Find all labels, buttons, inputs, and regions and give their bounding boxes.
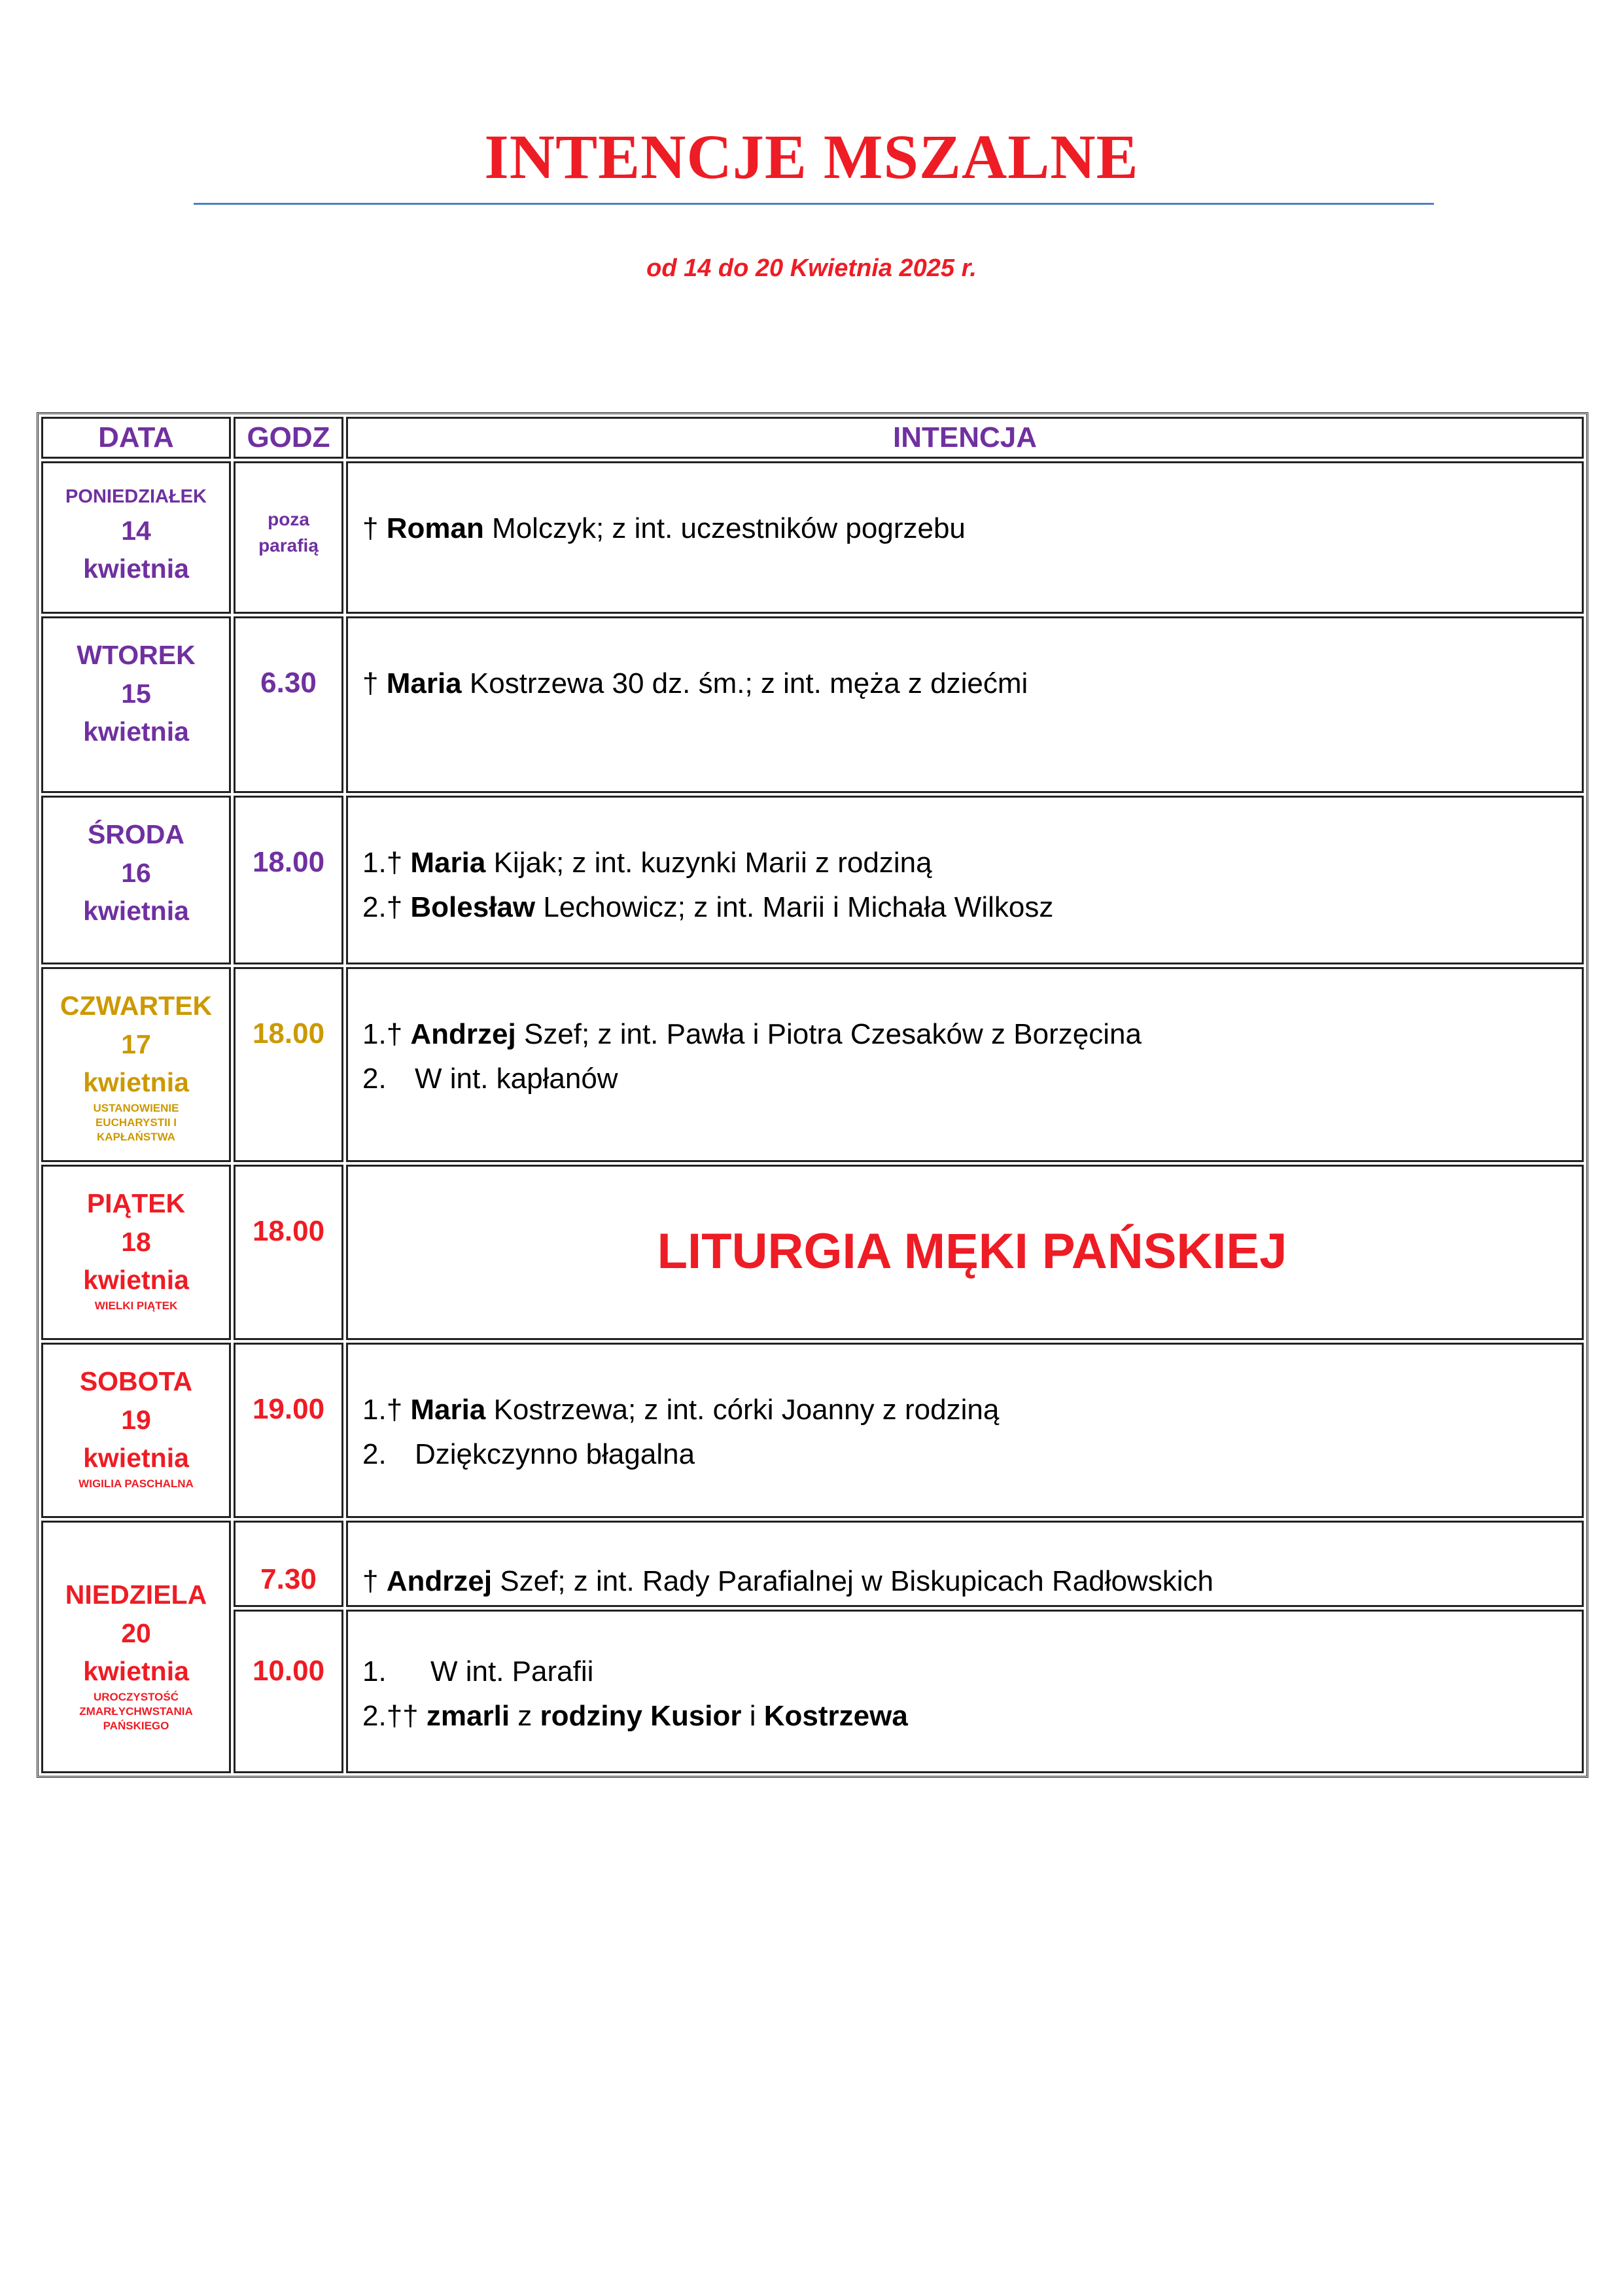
intent-line: 1.† Maria Kostrzewa; z int. córki Joanny… [362,1394,1000,1426]
day-month: kwietnia [83,716,189,747]
day-number: 17 [121,1029,151,1059]
header-hour: GODZ [234,417,343,459]
intent-line: † Roman Molczyk; z int. uczestników pogr… [362,512,966,544]
intent-cell: LITURGIA MĘKI PAŃSKIEJ [346,1165,1584,1340]
intent-line: 2.Dziękczynno błagalna [362,1438,695,1470]
intent-line: 1.† Maria Kijak; z int. kuzynki Marii z … [362,847,932,879]
hour-cell: 7.30 [234,1521,343,1607]
day-cell: ŚRODA 16 kwietnia [41,796,231,964]
intent-line: 1.W int. Parafii [362,1655,594,1687]
table-row: SOBOTA 19 kwietnia WIGILIA PASCHALNA 19.… [41,1343,1584,1518]
hour-cell: 10.00 [234,1610,343,1773]
hour-label: 10.00 [252,1655,325,1687]
day-note: WIGILIA PASCHALNA [79,1477,194,1490]
hour-cell: 6.30 [234,616,343,793]
hour-cell: 19.00 [234,1343,343,1518]
day-number: 20 [121,1618,151,1648]
day-name: SOBOTA [79,1366,193,1396]
hour-label: 19.00 [252,1393,325,1425]
day-note: USTANOWIENIE EUCHARYSTII I KAPŁAŃSTWA [93,1102,179,1143]
intent-line: 2.†† zmarli z rodziny Kusior i Kostrzewa [362,1700,908,1732]
intent-line: 1.† Andrzej Szef; z int. Pawła i Piotra … [362,1018,1142,1050]
day-month: kwietnia [83,1656,189,1686]
table-row: PIĄTEK 18 kwietnia WIELKI PIĄTEK 18.00 L… [41,1165,1584,1340]
day-cell: SOBOTA 19 kwietnia WIGILIA PASCHALNA [41,1343,231,1518]
day-note: WIELKI PIĄTEK [94,1299,178,1312]
hour-cell: poza parafią [234,461,343,614]
day-name: PONIEDZIAŁEK [65,486,207,507]
day-number: 14 [121,516,151,546]
intent-cell: 1.† Andrzej Szef; z int. Pawła i Piotra … [346,967,1584,1162]
table-header-row: DATA GODZ INTENCJA [41,417,1584,459]
hour-label: poza parafią [258,509,319,556]
hour-cell: 18.00 [234,1165,343,1340]
intent-cell: † Roman Molczyk; z int. uczestników pogr… [346,461,1584,614]
day-month: kwietnia [83,896,189,926]
table-row: NIEDZIELA 20 kwietnia UROCZYSTOŚĆ ZMARŁY… [41,1521,1584,1773]
intent-line: 2.W int. kapłanów [362,1063,618,1095]
hour-label: 6.30 [260,667,317,699]
hour-cell: 18.00 [234,967,343,1162]
day-note: UROCZYSTOŚĆ ZMARŁYCHWSTANIA PAŃSKIEGO [79,1691,193,1732]
day-cell: PIĄTEK 18 kwietnia WIELKI PIĄTEK [41,1165,231,1340]
day-month: kwietnia [83,1067,189,1097]
day-number: 19 [121,1405,151,1435]
intent-cell: 1.W int. Parafii 2.†† zmarli z rodziny K… [346,1610,1584,1773]
day-name: CZWARTEK [60,991,213,1021]
day-cell: NIEDZIELA 20 kwietnia UROCZYSTOŚĆ ZMARŁY… [41,1521,231,1773]
day-cell: WTOREK 15 kwietnia [41,616,231,793]
liturgy-banner: LITURGIA MĘKI PAŃSKIEJ [657,1224,1287,1279]
table-row: WTOREK 15 kwietnia 6.30 † Maria Kostrzew… [41,616,1584,793]
day-cell: CZWARTEK 17 kwietnia USTANOWIENIE EUCHAR… [41,967,231,1162]
day-month: kwietnia [83,1443,189,1473]
hour-label: 18.00 [252,846,325,878]
day-name: PIĄTEK [86,1188,186,1218]
hour-cell: 18.00 [234,796,343,964]
intent-line: † Maria Kostrzewa 30 dz. śm.; z int. męż… [362,667,1028,699]
day-name: NIEDZIELA [65,1580,207,1610]
intent-cell: 1.† Maria Kostrzewa; z int. córki Joanny… [346,1343,1584,1518]
day-number: 15 [121,679,151,709]
day-cell: PONIEDZIAŁEK 14 kwietnia [41,461,231,614]
table-row: CZWARTEK 17 kwietnia USTANOWIENIE EUCHAR… [41,967,1584,1162]
table-row: ŚRODA 16 kwietnia 18.00 1.† Maria Kijak;… [41,796,1584,964]
intent-cell: 1.† Maria Kijak; z int. kuzynki Marii z … [346,796,1584,964]
date-range-subtitle: od 14 do 20 Kwietnia 2025 r. [646,255,977,282]
day-name: ŚRODA [87,819,185,849]
intent-cell: † Maria Kostrzewa 30 dz. śm.; z int. męż… [346,616,1584,793]
header-date: DATA [41,417,231,459]
intentions-table: DATA GODZ INTENCJA PONIEDZIAŁEK 14 kwiet… [37,412,1588,1778]
day-name: WTOREK [77,640,196,670]
hour-label: 18.00 [252,1215,325,1247]
day-number: 16 [121,858,151,888]
intent-line: † Andrzej Szef; z int. Rady Parafialnej … [362,1565,1213,1597]
day-month: kwietnia [83,554,189,584]
intent-cell: † Andrzej Szef; z int. Rady Parafialnej … [346,1521,1584,1607]
header-intent: INTENCJA [346,417,1584,459]
title-underline [194,203,1434,205]
intent-line: 2.† Bolesław Lechowicz; z int. Marii i M… [362,891,1054,923]
table-row: 10.00 1.W int. Parafii 2.†† zmarli z rod… [41,1610,1584,1773]
page-title: INTENCJE MSZALNE [484,122,1139,192]
day-number: 18 [121,1227,151,1257]
hour-label: 7.30 [260,1563,317,1595]
day-month: kwietnia [83,1265,189,1295]
hour-label: 18.00 [252,1017,325,1050]
table-row: PONIEDZIAŁEK 14 kwietnia poza parafią † … [41,461,1584,614]
